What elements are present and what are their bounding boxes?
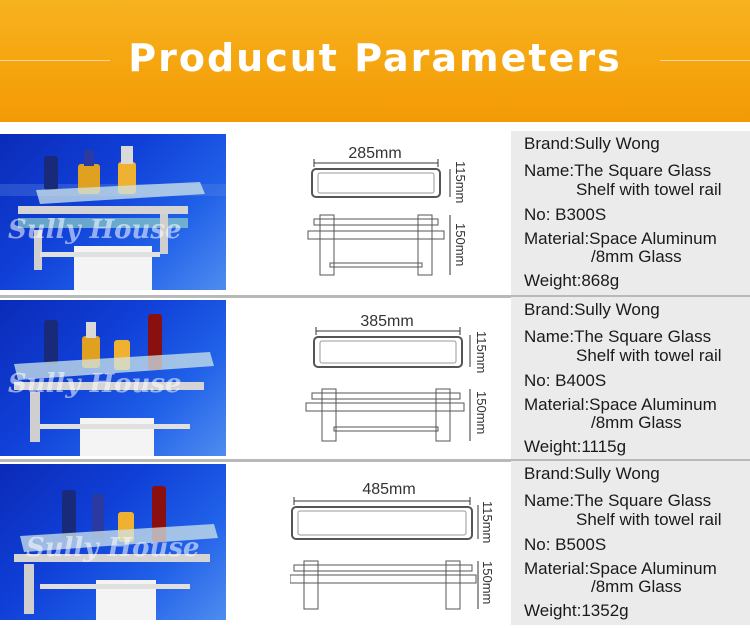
spec-name: Name:The Square Glass	[524, 161, 712, 180]
product-row-b300s: Sully House 285mm 115mm 150mm Brand:Sull…	[0, 131, 750, 295]
spec-model-no: No: B300S	[524, 205, 607, 224]
spec-model-no: No: B400S	[524, 371, 607, 390]
spec-panel: Brand:Sully Wong Name:The Square Glass S…	[511, 297, 750, 461]
product-row-b400s: Sully House 385mm 115mm 150mm Brand:Sull…	[0, 297, 750, 461]
row-divider	[0, 459, 750, 462]
spec-material-cont: /8mm Glass	[591, 413, 682, 432]
spec-brand: Brand:Sully Wong	[524, 134, 660, 153]
height-label-bottom: 150mm	[474, 391, 489, 435]
watermark: Sully House	[8, 369, 182, 399]
spec-name-cont: Shelf with towel rail	[576, 180, 722, 199]
dimension-drawing: 485mm 115mm 150mm	[289, 461, 500, 625]
width-label: 385mm	[360, 313, 414, 330]
dimension-drawing-svg	[307, 159, 451, 276]
spec-panel: Brand:Sully Wong Name:The Square Glass S…	[511, 131, 750, 295]
dimension-drawing: 385mm 115mm 150mm	[290, 297, 500, 461]
banner-rule-right	[660, 60, 750, 61]
product-photo: Sully House	[0, 300, 226, 456]
spec-brand: Brand:Sully Wong	[524, 300, 660, 319]
height-label-bottom: 150mm	[480, 561, 495, 605]
spec-weight: Weight:1352g	[524, 601, 629, 620]
product-row-b500s: Sully House 485mm 115mm 150mm Brand:Sull…	[0, 461, 750, 628]
spec-material: Material:Space Aluminum	[524, 559, 717, 578]
spec-brand: Brand:Sully Wong	[524, 464, 660, 483]
height-label-top: 115mm	[480, 501, 495, 544]
header-banner: Producut Parameters	[0, 0, 750, 122]
watermark: Sully House	[26, 533, 200, 563]
spec-name-cont: Shelf with towel rail	[576, 346, 722, 365]
spec-name-cont: Shelf with towel rail	[576, 510, 722, 529]
spec-material: Material:Space Aluminum	[524, 229, 717, 248]
dimension-drawing-svg	[305, 327, 471, 442]
width-label: 285mm	[348, 145, 402, 162]
spec-material: Material:Space Aluminum	[524, 395, 717, 414]
height-label-bottom: 150mm	[453, 223, 468, 267]
row-divider	[0, 295, 750, 298]
spec-name: Name:The Square Glass	[524, 491, 712, 510]
shelf-photo-illustration: Sully House	[14, 486, 218, 620]
banner-rule-left	[0, 60, 110, 61]
height-label-top: 115mm	[474, 331, 489, 374]
shelf-photo-illustration: Sully House	[0, 146, 226, 290]
dimension-drawing: 285mm 115mm 150mm	[290, 131, 500, 295]
shelf-photo-illustration: Sully House	[8, 314, 214, 456]
spec-material-cont: /8mm Glass	[591, 247, 682, 266]
height-label-top: 115mm	[453, 161, 468, 204]
dimension-drawing-svg	[289, 497, 479, 610]
spec-panel: Brand:Sully Wong Name:The Square Glass S…	[511, 461, 750, 625]
product-photo: Sully House	[0, 134, 226, 290]
spec-weight: Weight:1115g	[524, 437, 627, 456]
spec-model-no: No: B500S	[524, 535, 607, 554]
watermark: Sully House	[8, 215, 182, 245]
width-label: 485mm	[362, 481, 416, 498]
spec-weight: Weight:868g	[524, 271, 620, 290]
spec-material-cont: /8mm Glass	[591, 577, 682, 596]
product-photo: Sully House	[0, 464, 226, 620]
spec-name: Name:The Square Glass	[524, 327, 712, 346]
page-title: Producut Parameters	[128, 36, 622, 80]
